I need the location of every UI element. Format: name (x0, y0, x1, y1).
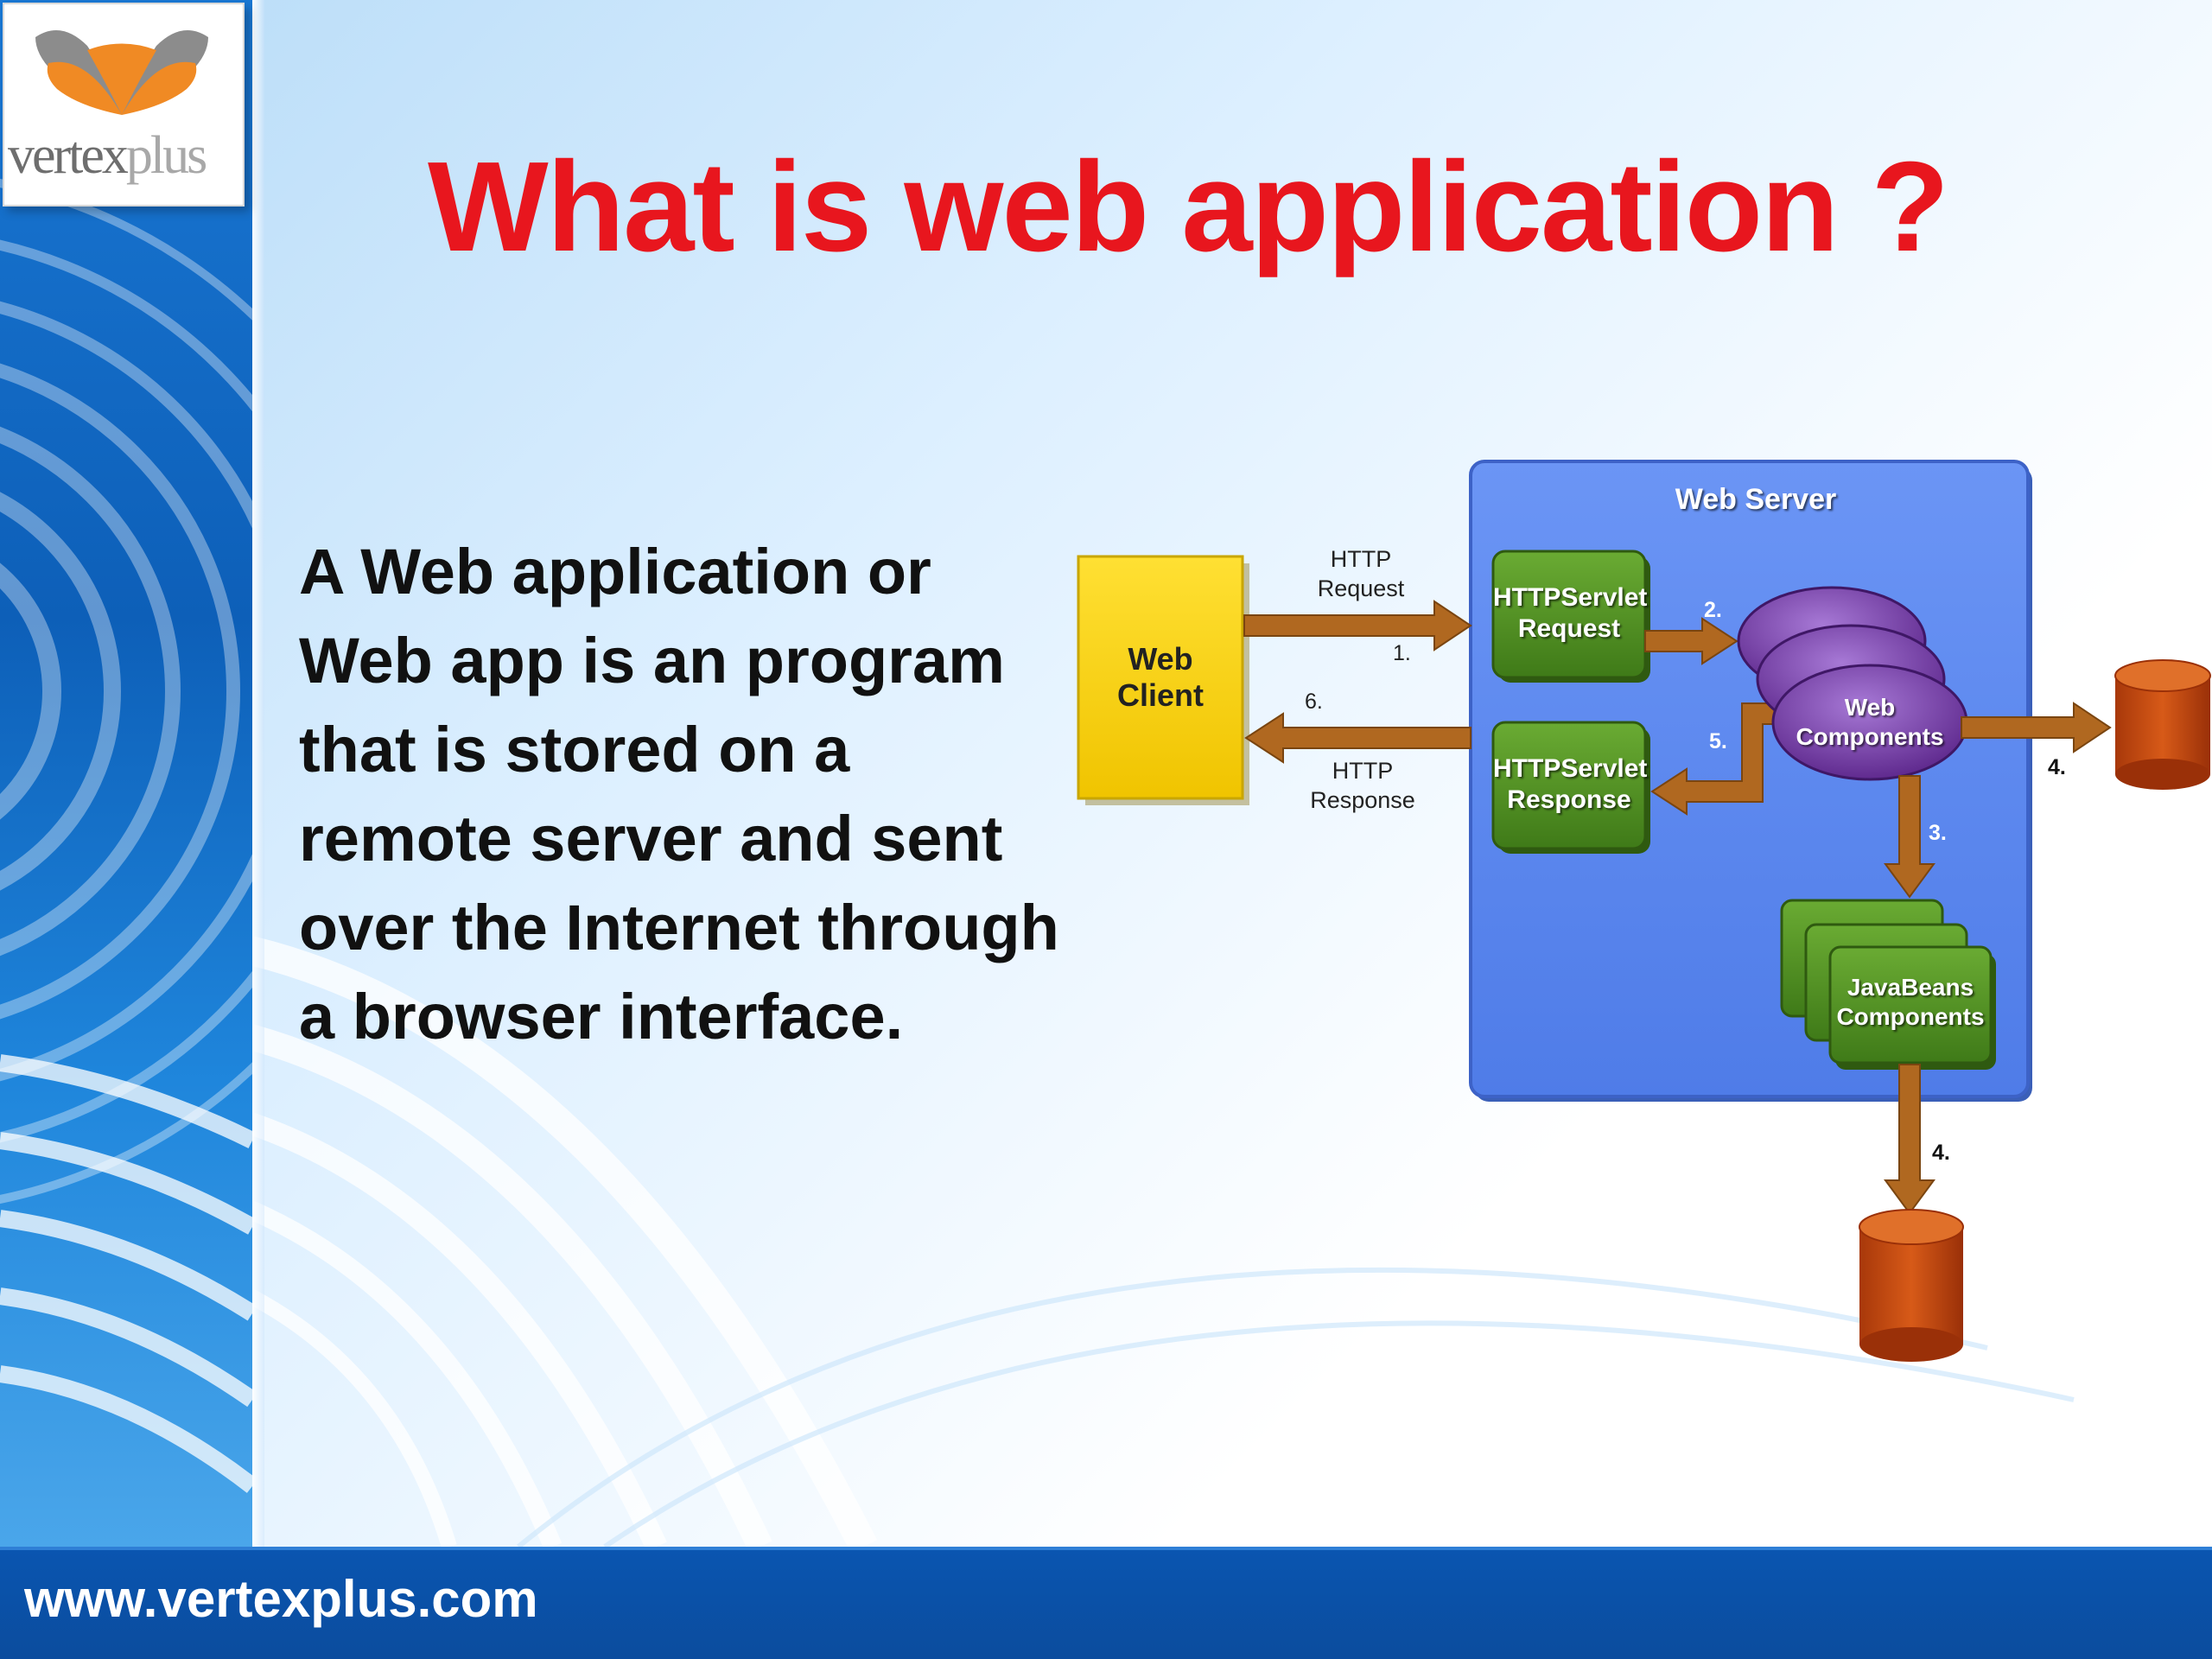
arrow-step-4-down (1884, 1064, 1936, 1215)
http-response-line-2: Response (1310, 787, 1415, 813)
step-4-right-label: 4. (2048, 755, 2066, 779)
javabeans-components-label: JavaBeans Components (1830, 973, 1991, 1032)
database-right-icon (2114, 659, 2211, 790)
web-components-label: Web Components (1782, 693, 1958, 752)
httpservlet-response-label: HTTPServlet Response (1493, 753, 1648, 816)
step-4-down-label: 4. (1932, 1141, 1950, 1165)
step-2-label: 2. (1704, 598, 1722, 622)
logo-wordmark: vertexplus (8, 126, 207, 185)
javabeans-line-2: Components (1836, 1003, 1985, 1030)
web-client-line-1: Web (1128, 641, 1193, 677)
left-decorative-stripe (0, 0, 252, 1547)
web-client-line-2: Client (1116, 677, 1204, 713)
httpservlet-request-line-2: Request (1517, 614, 1621, 643)
footer-website-link[interactable]: www.vertexplus.com (24, 1570, 538, 1628)
web-application-diagram: Web Server Web Client HTTP Request HTTP … (1071, 458, 2212, 1374)
arrow-http-request (1243, 600, 1472, 652)
arrow-http-response (1244, 712, 1471, 764)
httpservlet-request-line-1: HTTPServlet (1493, 583, 1648, 612)
httpservlet-response-line-1: HTTPServlet (1493, 754, 1648, 783)
httpservlet-request-box (1491, 550, 1647, 679)
http-request-line-2: Request (1317, 575, 1405, 601)
arrow-step-2 (1644, 617, 1738, 665)
step-5-label: 5. (1709, 729, 1727, 753)
arrow-step-5 (1650, 702, 1815, 816)
http-response-label: HTTP Response (1289, 756, 1436, 815)
step-3-label: 3. (1929, 821, 1947, 845)
web-components-line-2: Components (1796, 723, 1944, 750)
database-bottom-icon (1859, 1209, 1964, 1362)
httpservlet-response-box (1491, 721, 1647, 850)
arrow-step-4-right (1961, 702, 2112, 753)
httpservlet-response-line-2: Response (1507, 785, 1631, 814)
web-components-line-1: Web (1844, 694, 1896, 721)
web-server-label: Web Server (1675, 483, 1837, 516)
http-response-line-1: HTTP (1332, 758, 1394, 784)
javabeans-line-1: JavaBeans (1847, 974, 1974, 1001)
stripe-edge (252, 0, 264, 1547)
step-6-label: 6. (1305, 690, 1323, 714)
http-request-label: HTTP Request (1292, 544, 1430, 603)
footer-bar: www.vertexplus.com (0, 1547, 2212, 1659)
slide-body-text: A Web application or Web app is an progr… (299, 536, 1059, 1052)
background-arcs (517, 1267, 2075, 1547)
logo-emblem-icon (35, 30, 208, 115)
httpservlet-request-label: HTTPServlet Request (1493, 582, 1648, 645)
http-request-line-1: HTTP (1330, 546, 1392, 572)
arrow-step-3 (1884, 775, 1936, 899)
step-1-label: 1. (1393, 641, 1411, 665)
diagram-graphics (1077, 460, 2211, 1362)
web-client-box (1077, 555, 1244, 800)
javabeans-components-box (1828, 945, 1993, 1065)
slide-title: What is web application ? (428, 136, 1949, 278)
vertexplus-logo: vertexplus (3, 3, 245, 207)
web-client-label: Web Client (1078, 641, 1243, 714)
